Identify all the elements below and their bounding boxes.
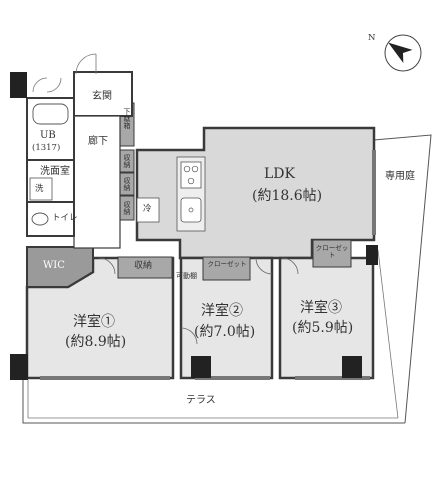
ldk-name: LDK [264,166,295,182]
compass [384,34,422,72]
storage-a-label: 収納 [123,154,131,168]
storage-c-label: 収納 [123,201,131,215]
storage-b-label: 収納 [123,177,131,191]
corridor-area [73,115,121,249]
room1-area: (約8.9帖) [65,334,127,350]
private-garden-name: 専用庭 [385,171,415,182]
rei-name: 冷 [143,204,152,214]
room2-name: 洋室② [201,303,243,319]
terrace-outline [22,380,405,424]
closet2-block [202,256,251,281]
fridge-space [136,197,160,223]
closet3-label: クローゼット [315,244,349,260]
wic-name: WIC [43,260,65,271]
genkan-area [73,71,133,117]
pillar [342,356,362,378]
ldk-area: (約18.6帖) [252,188,323,204]
rouka-name: 廊下 [88,136,108,147]
pillar [366,245,378,265]
storage-block-wic-side [117,256,173,279]
closet3-block [312,239,352,268]
room2-area: (約7.0帖) [194,324,256,340]
room3-name: 洋室③ [300,300,342,316]
sen-name: 洗 [35,184,44,194]
pillar [191,356,211,378]
room3-area: (約5.9帖) [292,320,354,336]
storage-wic-side-label: 収納 [134,261,153,271]
ub-size: (1317) [32,143,61,153]
compass-north-label: N [368,33,376,43]
senmenshitsu-name: 洗面室 [40,166,70,177]
room1-name: 洋室① [73,314,115,330]
movable-shelf-label: 可動棚 [176,272,197,280]
shoe-cabinet-label: 下駄箱 [123,108,131,129]
terrace-name: テラス [186,395,216,406]
genkan-name: 玄関 [92,91,112,102]
washing-machine-space [29,177,53,201]
stove [180,161,202,189]
bathtub [32,103,69,125]
pillar [10,354,28,380]
ub-name: UB [40,130,56,141]
toilet-bowl [31,212,49,226]
private-garden-outline [373,134,432,424]
toilet-name: トイレ [52,213,78,223]
pillar [10,72,27,98]
closet2-label: クローゼット [207,260,247,268]
sink [180,197,202,223]
